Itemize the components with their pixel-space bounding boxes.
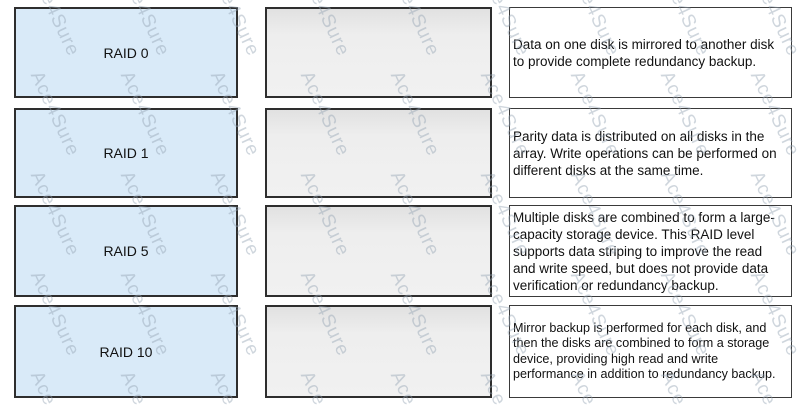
drop-target-4[interactable]: [265, 305, 492, 398]
description-text: Multiple disks are combined to form a la…: [513, 209, 775, 293]
description-box-4: Mirror backup is performed for each disk…: [509, 305, 792, 398]
description-box-1: Data on one disk is mirrored to another …: [509, 7, 792, 98]
drop-target-2[interactable]: [265, 108, 492, 198]
description-text: Parity data is distributed on all disks …: [513, 128, 777, 178]
drop-target-1[interactable]: [265, 7, 492, 98]
drag-option-raid-0[interactable]: RAID 0: [14, 7, 238, 98]
drag-option-raid-5[interactable]: RAID 5: [14, 205, 238, 297]
drag-option-raid-1[interactable]: RAID 1: [14, 108, 238, 198]
drag-option-label: RAID 1: [103, 145, 149, 161]
description-box-2: Parity data is distributed on all disks …: [509, 108, 792, 198]
drag-option-raid-10[interactable]: RAID 10: [14, 305, 238, 398]
description-text: Mirror backup is performed for each disk…: [513, 321, 776, 381]
drag-option-label: RAID 5: [103, 243, 149, 259]
description-box-3: Multiple disks are combined to form a la…: [509, 205, 792, 297]
drag-option-label: RAID 10: [99, 343, 153, 360]
drag-option-label: RAID 0: [103, 44, 149, 61]
drop-target-3[interactable]: [265, 205, 492, 297]
description-text: Data on one disk is mirrored to another …: [513, 36, 775, 69]
